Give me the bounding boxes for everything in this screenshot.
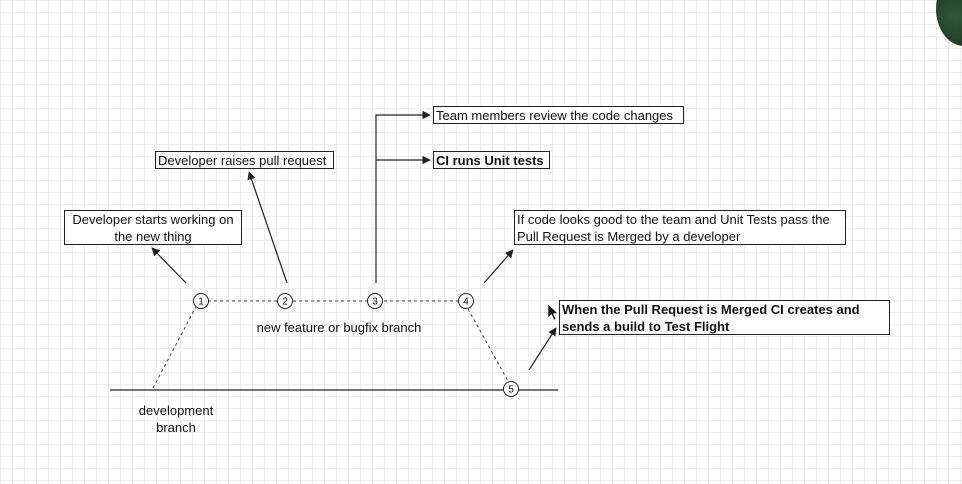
- node-1-label: 1: [198, 297, 204, 308]
- note-merged-line2: Pull Request is Merged by a developer: [517, 229, 741, 244]
- note-pull-request-text: Developer raises pull request: [158, 153, 327, 168]
- arrow-to-start-note: [151, 247, 187, 284]
- arrow-to-build-note: [528, 327, 557, 371]
- note-merged-line1: If code looks good to the team and Unit …: [517, 212, 830, 227]
- development-branch-label-line1: development: [138, 403, 214, 418]
- node-4-label: 4: [463, 297, 469, 308]
- arrow-to-review-note: [375, 110, 431, 283]
- node-2: 2: [277, 293, 293, 309]
- note-build: When the Pull Request is Merged CI creat…: [559, 300, 890, 335]
- node-2-label: 2: [282, 297, 288, 308]
- note-review-text: Team members review the code changes: [436, 108, 674, 123]
- note-start-working-line2: the new thing: [114, 229, 192, 244]
- note-review: Team members review the code changes: [433, 106, 684, 124]
- node-5: 5: [503, 381, 519, 397]
- note-start-working: Developer starts working on the new thin…: [64, 210, 242, 245]
- node-3: 3: [367, 293, 383, 309]
- node-4: 4: [458, 293, 474, 309]
- note-pull-request: Developer raises pull request: [155, 151, 334, 169]
- branch-off-connector: [152, 300, 200, 389]
- note-merged: If code looks good to the team and Unit …: [514, 210, 846, 245]
- feature-branch-label: new feature or bugfix branch: [256, 320, 422, 335]
- merge-back-connector: [467, 308, 509, 382]
- arrow-to-merged-note: [483, 249, 514, 284]
- note-build-line2: sends a build to Test Flight: [562, 319, 730, 334]
- development-branch-label-line2: branch: [156, 420, 196, 435]
- note-ci-tests: CI runs Unit tests: [433, 151, 550, 169]
- note-build-line1: When the Pull Request is Merged CI creat…: [562, 302, 860, 317]
- development-branch-label: development branch: [120, 402, 232, 436]
- mouse-cursor-icon: [547, 303, 559, 321]
- node-5-label: 5: [508, 385, 514, 396]
- node-1: 1: [193, 293, 209, 309]
- node-3-label: 3: [372, 297, 378, 308]
- note-ci-tests-text: CI runs Unit tests: [436, 153, 544, 168]
- arrow-to-pull-request-note: [247, 171, 288, 284]
- note-start-working-line1: Developer starts working on: [72, 212, 234, 227]
